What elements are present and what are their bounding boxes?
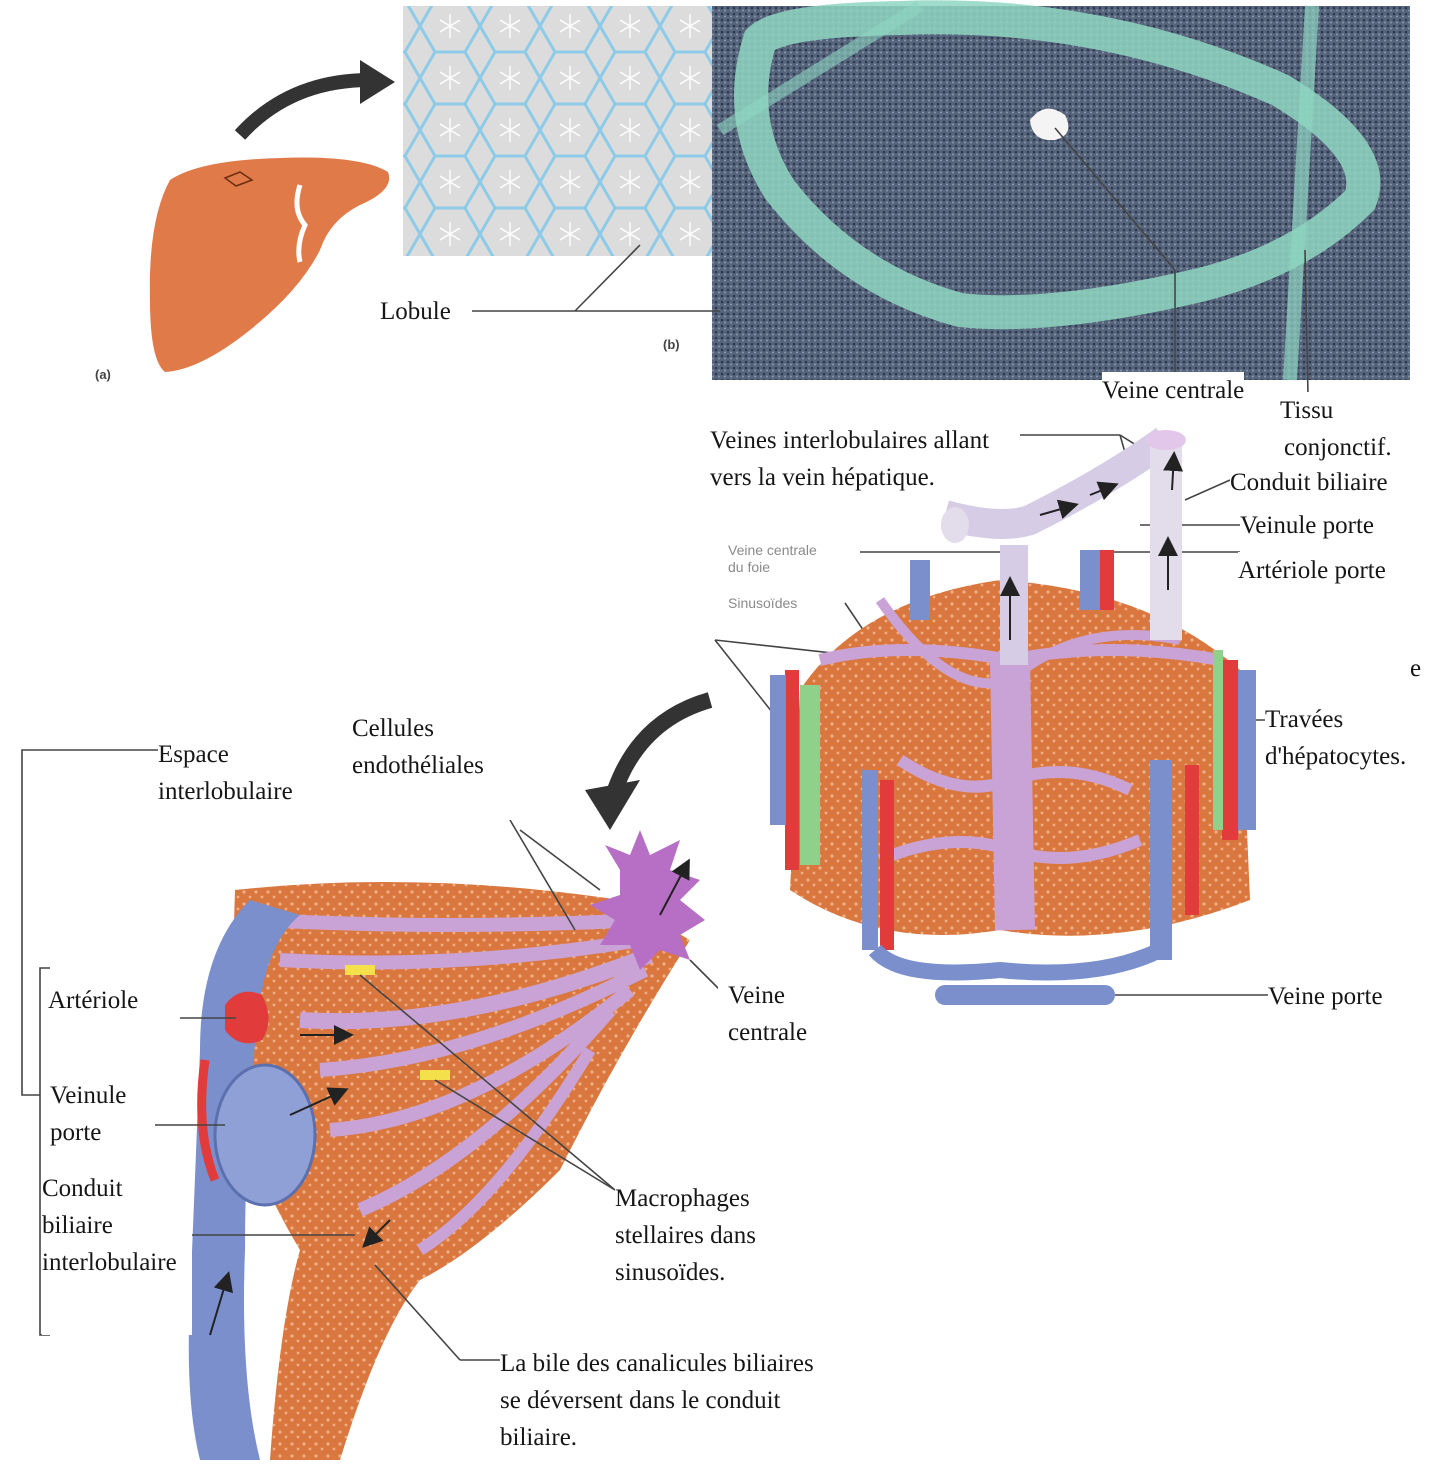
lobule-3d-block <box>770 430 1256 1005</box>
cropped-letter: e <box>1410 650 1421 687</box>
connective-tissue-label: Tissu conjonctif. <box>1280 392 1410 466</box>
liver-illustration <box>150 60 395 372</box>
central-vein-micro-label: Veine centrale <box>1102 372 1244 409</box>
panel-b-label: (b) <box>663 337 680 353</box>
portal-venule-detail-label: Veinule porte <box>50 1077 153 1157</box>
lobule-hexagon-diagram <box>403 6 723 256</box>
interlobular-space-label: Espace interlobulaire <box>158 736 310 834</box>
portal-vein-label: Veine porte <box>1268 978 1383 1015</box>
sinusoids-label: Sinusoïdes <box>728 595 797 612</box>
bile-duct-label: Conduit biliaire <box>1230 464 1388 501</box>
stellate-macrophages-label: Macrophages stellaires dans sinusoïdes. <box>615 1180 825 1310</box>
zoom-arrow <box>615 700 710 790</box>
bile-canaliculi-note: La bile des canalicules biliaires se dév… <box>500 1345 860 1463</box>
arteriole-label: Artériole <box>48 982 178 1042</box>
interlobular-bile-duct-label: Conduit biliaire interlobulaire <box>42 1170 192 1335</box>
liver-micrograph <box>712 6 1410 380</box>
portal-arteriole-label: Artériole porte <box>1238 552 1386 619</box>
portal-venule-label: Veinule porte <box>1240 507 1374 544</box>
zoom-arrow-head <box>585 780 640 830</box>
hepatocyte-plates-label: Travées d'hépatocytes. <box>1265 701 1406 795</box>
interlobular-veins-label: Veines interlobulaires allant vers la ve… <box>710 422 989 496</box>
central-vein-detail-label: Veine centrale <box>718 977 878 1059</box>
lobule-label: Lobule <box>380 293 451 330</box>
liver-central-vein-label: Veine centrale du foie <box>728 542 817 576</box>
panel-a-label: (a) <box>95 367 111 383</box>
endothelial-cells-label: Cellules endothéliales <box>352 710 584 820</box>
